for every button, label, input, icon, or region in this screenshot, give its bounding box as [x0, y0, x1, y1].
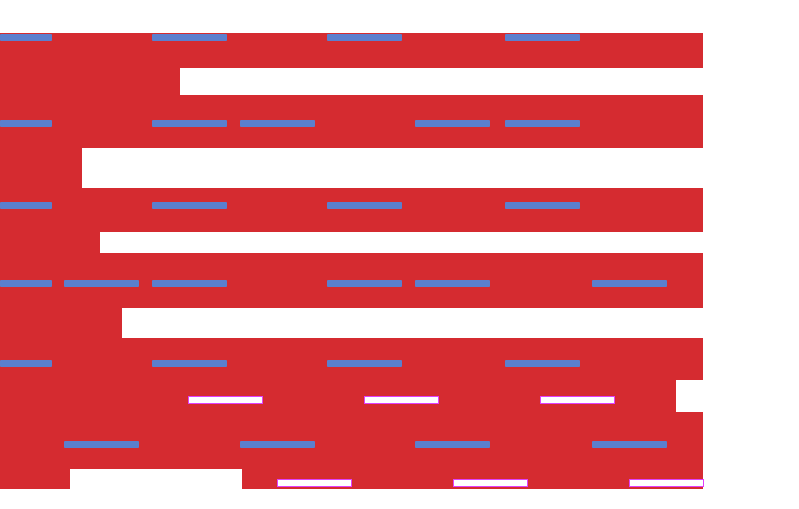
gap-1 [180, 68, 703, 95]
line-r2-c4 [415, 120, 490, 127]
line-r2-c1 [0, 120, 52, 127]
line-r1-c2 [152, 34, 227, 41]
line-r2-c5 [505, 120, 580, 127]
line-r6-c2 [240, 441, 315, 448]
highlight-3[interactable] [540, 396, 615, 404]
line-r4-c2 [64, 280, 139, 287]
line-r3-c2 [152, 202, 227, 209]
line-r4-c5 [415, 280, 490, 287]
gap-6 [70, 469, 242, 509]
line-r1-c1 [0, 34, 52, 41]
highlight-4[interactable] [277, 479, 352, 487]
line-r1-c3 [327, 34, 402, 41]
gap-3 [100, 232, 703, 253]
line-r1-c4 [505, 34, 580, 41]
highlight-2[interactable] [364, 396, 439, 404]
line-r6-c3 [415, 441, 490, 448]
line-r2-c3 [240, 120, 315, 127]
line-r3-c1 [0, 202, 52, 209]
line-r6-c1 [64, 441, 139, 448]
line-r4-c4 [327, 280, 402, 287]
highlight-5[interactable] [453, 479, 528, 487]
line-r4-c6 [592, 280, 667, 287]
line-r4-c3 [152, 280, 227, 287]
gap-5 [676, 380, 703, 412]
gap-2 [82, 148, 703, 188]
gap-4 [122, 308, 703, 338]
line-r2-c2 [152, 120, 227, 127]
highlight-6[interactable] [629, 479, 704, 487]
line-r5-c2 [152, 360, 227, 367]
line-r5-c4 [505, 360, 580, 367]
line-r4-c1 [0, 280, 52, 287]
line-r3-c4 [505, 202, 580, 209]
line-r6-c4 [592, 441, 667, 448]
highlight-1[interactable] [188, 396, 263, 404]
line-r5-c1 [0, 360, 52, 367]
line-r5-c3 [327, 360, 402, 367]
line-r3-c3 [327, 202, 402, 209]
